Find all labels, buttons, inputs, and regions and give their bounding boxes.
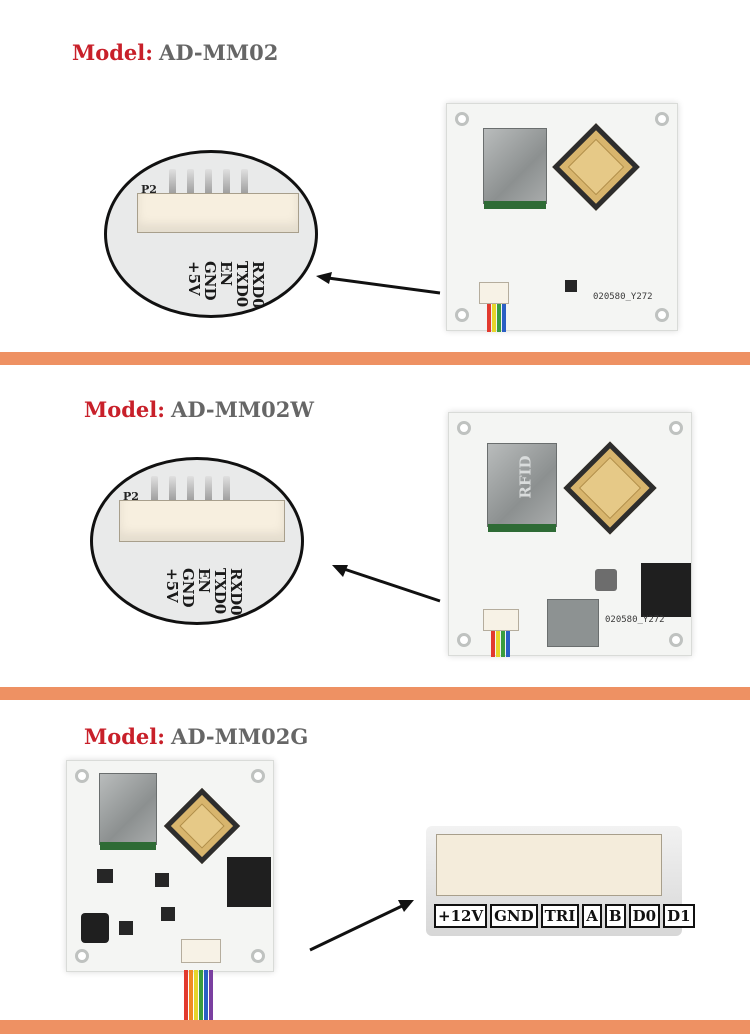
model-value: AD-MM02W — [171, 397, 314, 422]
silkscreen-code: 020580_Y272 — [605, 615, 665, 625]
silkscreen-code: 020580_Y272 — [593, 292, 653, 302]
push-button — [595, 569, 617, 591]
terminal-label: A — [582, 904, 602, 928]
model-label: Model: — [84, 397, 166, 422]
wire-bundle — [491, 631, 510, 657]
model-title: Model:AD-MM02W — [84, 397, 314, 422]
pin-label: +5V — [163, 568, 181, 603]
pointer-arrow — [332, 565, 441, 603]
header-pins — [169, 169, 248, 195]
jst-connector — [137, 193, 299, 233]
model-value: AD-MM02G — [171, 724, 309, 749]
board-photo: RFID 020580_Y272 — [448, 412, 692, 657]
pin-label: TXD0 — [233, 261, 251, 308]
pin-label: GND — [179, 568, 197, 608]
antenna-chip — [563, 441, 657, 535]
board-photo: 020580_Y272 — [446, 103, 678, 332]
model-label: Model: — [84, 724, 166, 749]
model-value: AD-MM02 — [159, 40, 279, 65]
section-divider — [0, 352, 750, 365]
connector-zoom-view: P2 RXD0 TXD0 EN GND +5V — [104, 150, 318, 318]
model-label: Model: — [72, 40, 154, 65]
board-photo — [66, 760, 274, 972]
rfid-module: RFID — [487, 443, 557, 532]
terminal-label: GND — [490, 904, 538, 928]
header-pins — [151, 476, 230, 502]
inductor — [81, 913, 109, 943]
wire-connector — [479, 282, 509, 304]
terminal-labels: +12V GND TRI A B D0 D1 — [434, 904, 695, 928]
connector-ref-label: P2 — [141, 183, 157, 196]
wire-connector — [181, 939, 221, 963]
gsm-module — [547, 599, 599, 647]
antenna-chip — [163, 787, 241, 865]
pin-label: +5V — [185, 261, 203, 296]
product-section-3: Model:AD-MM02G +12V GND TRI A B D0 D1 — [0, 700, 750, 1020]
pin-label: EN — [195, 568, 213, 594]
terminal-label: D0 — [628, 904, 661, 928]
module-marking: RFID — [516, 455, 535, 499]
terminal-label: TRI — [540, 904, 580, 928]
pin-label: RXD0 — [227, 568, 245, 616]
buzzer — [227, 857, 271, 907]
pointer-arrow — [316, 272, 441, 295]
rf-module — [483, 128, 547, 209]
wire-bundle — [184, 970, 213, 1020]
terminal-label: D1 — [663, 904, 695, 928]
model-title: Model:AD-MM02 — [72, 40, 278, 65]
pin-label: EN — [217, 261, 235, 287]
product-section-2: Model:AD-MM02W P2 RXD0 TXD0 EN GND +5V R… — [0, 365, 750, 687]
pin-label: RXD0 — [249, 261, 267, 309]
connector-ref-label: P2 — [123, 490, 139, 503]
product-section-1: Model:AD-MM02 P2 RXD0 TXD0 EN GND +5V — [0, 0, 750, 352]
connector-zoom-view: P2 RXD0 TXD0 EN GND +5V — [90, 457, 304, 625]
terminal-label: B — [604, 904, 626, 928]
section-divider — [0, 687, 750, 700]
rf-module — [99, 773, 157, 850]
buzzer — [641, 563, 691, 617]
wire-bundle — [487, 304, 506, 332]
pin-label: GND — [201, 261, 219, 301]
terminal-closeup: +12V GND TRI A B D0 D1 — [426, 826, 695, 936]
wire-connector — [483, 609, 519, 631]
pointer-arrow — [309, 900, 414, 952]
terminal-connector — [436, 834, 662, 896]
jst-connector — [119, 500, 285, 542]
section-divider — [0, 1020, 750, 1034]
terminal-label: +12V — [434, 904, 488, 928]
pin-label: TXD0 — [211, 568, 229, 615]
model-title: Model:AD-MM02G — [84, 724, 308, 749]
antenna-chip — [552, 123, 640, 211]
